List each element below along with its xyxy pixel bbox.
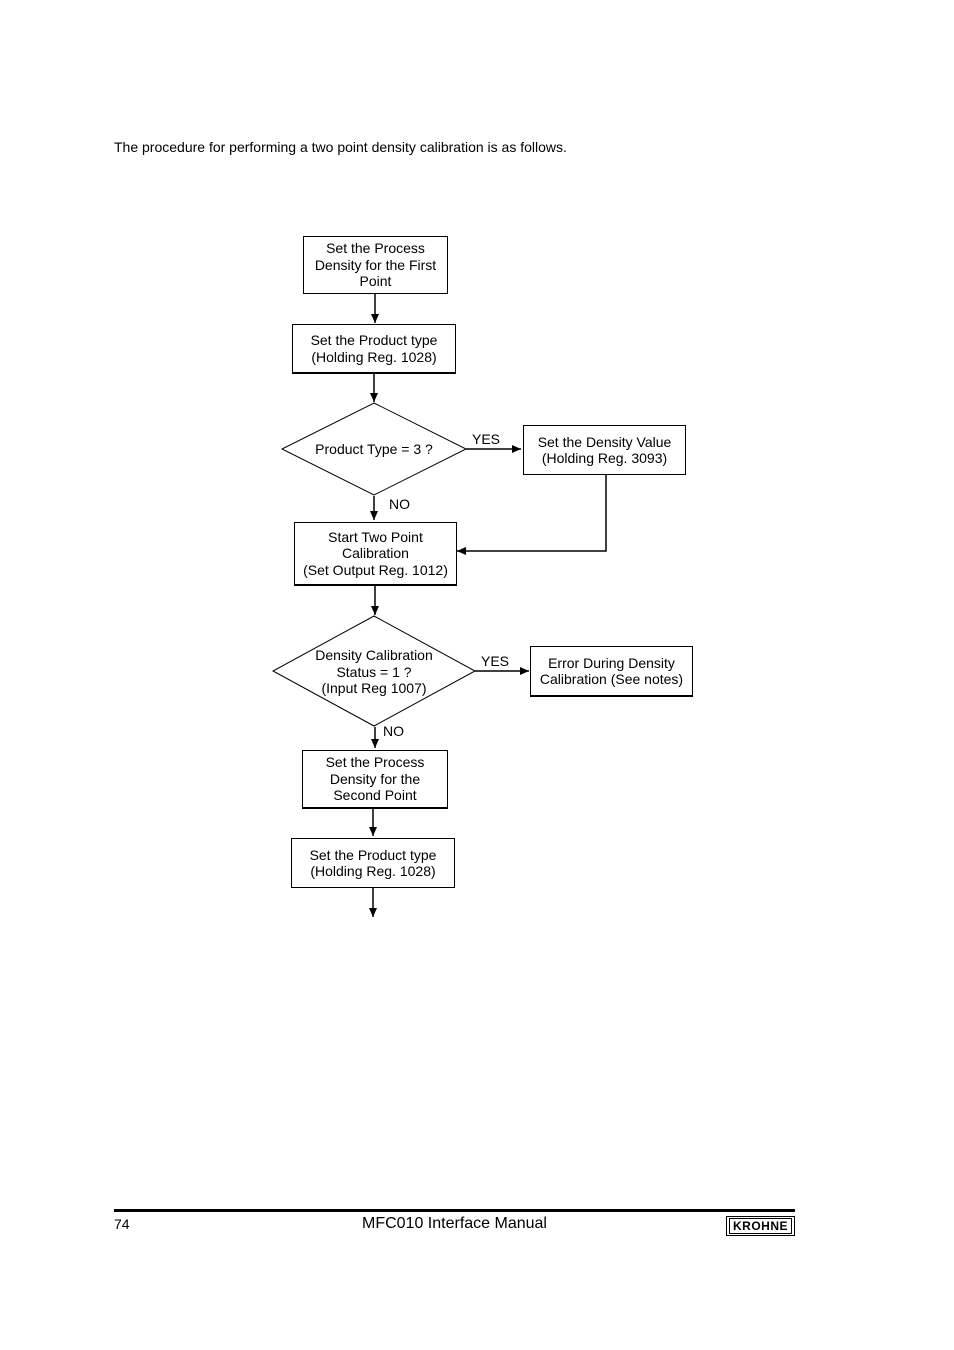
step1-line2: Density for the First [314, 256, 437, 273]
step3-box: Start Two Point Calibration (Set Output … [294, 522, 457, 586]
decision1-yes-label: YES [472, 431, 501, 447]
decision2-yes-label: YES [481, 653, 510, 669]
step5-line1: Set the Product type [309, 846, 437, 863]
step1-line1: Set the Process [326, 240, 425, 257]
decision2-diamond [271, 615, 477, 727]
decision1-line1: Product Type = 3 ? [315, 440, 433, 457]
decision2-no-label: NO [383, 723, 404, 739]
step3-line3: (Set Output Reg. 1012) [303, 561, 448, 578]
step5-box: Set the Product type (Holding Reg. 1028) [291, 838, 455, 888]
step2-line2: (Holding Reg. 1028) [311, 348, 437, 365]
density-value-line1: Set the Density Value [537, 433, 672, 450]
step1-box: Set the Process Density for the First Po… [303, 236, 448, 294]
decision2-line2: Status = 1 ? [336, 663, 412, 680]
step4-box: Set the Process Density for the Second P… [302, 750, 448, 809]
decision1-no-label: NO [389, 496, 410, 512]
decision1-diamond [280, 402, 468, 496]
step2-box: Set the Product type (Holding Reg. 1028) [292, 324, 456, 374]
decision2-label: Density Calibration Status = 1 ? (Input … [273, 646, 475, 698]
manual-title: MFC010 Interface Manual [362, 1215, 547, 1232]
error-line1: Error During Density [548, 654, 675, 671]
footer-rule [114, 1209, 795, 1212]
step2-line1: Set the Product type [310, 332, 438, 348]
decision1-label: Product Type = 3 ? [282, 403, 466, 495]
step3-line1: Start Two Point [328, 528, 423, 545]
arrow-density-value-to-step3 [457, 475, 607, 555]
density-value-box: Set the Density Value (Holding Reg. 3093… [523, 425, 686, 475]
step4-line1: Set the Process [325, 754, 425, 771]
decision2-line1: Density Calibration [315, 647, 433, 664]
step1-line3: Point [359, 273, 392, 290]
decision2-line3: (Input Reg 1007) [321, 680, 427, 697]
density-value-line2: (Holding Reg. 3093) [541, 450, 668, 466]
intro-text: The procedure for performing a two point… [114, 139, 567, 155]
page-number: 74 [114, 1216, 130, 1232]
step4-line2: Density for the [329, 770, 421, 787]
step5-line2: (Holding Reg. 1028) [310, 863, 436, 879]
error-line2: Calibration (See notes) [539, 671, 684, 687]
krohne-logo: KROHNE [726, 1216, 795, 1236]
krohne-logo-text: KROHNE [728, 1218, 792, 1234]
step4-line3: Second Point [333, 787, 417, 804]
step3-line2: Calibration [342, 545, 409, 562]
error-box: Error During Density Calibration (See no… [530, 646, 693, 697]
